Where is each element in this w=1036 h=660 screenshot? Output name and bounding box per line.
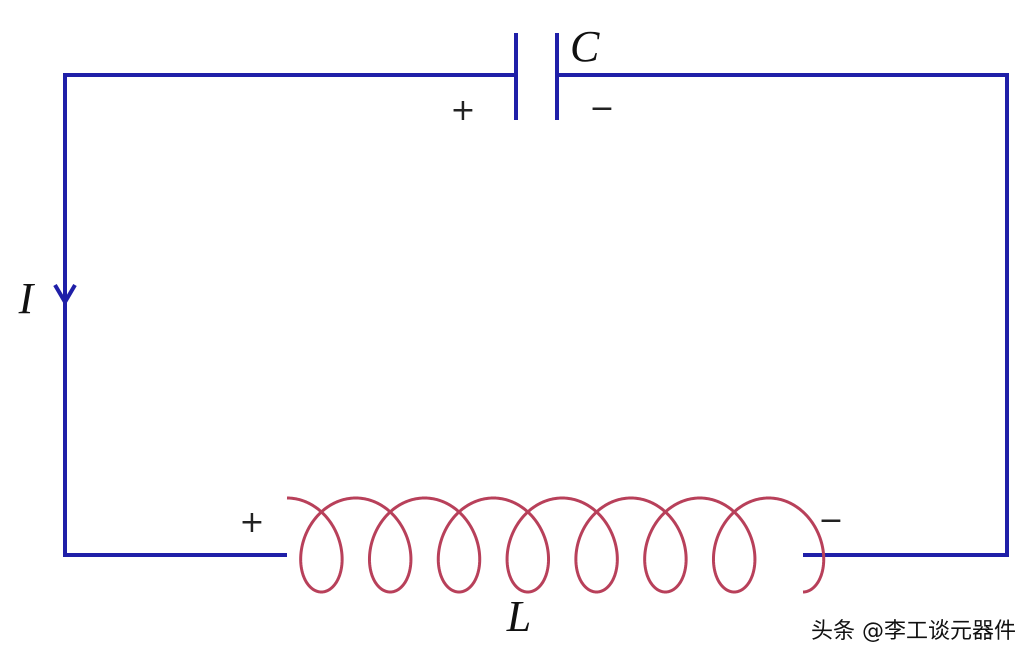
capacitor-label: C <box>570 22 600 71</box>
current-arrow-icon <box>53 283 77 306</box>
capacitor-minus-sign: − <box>589 91 614 126</box>
circuit-wire <box>63 73 1009 557</box>
inductor-plus-sign: + <box>239 505 264 540</box>
inductor-coil <box>286 496 826 594</box>
inductor-minus-sign: − <box>818 503 843 538</box>
current-label: I <box>18 274 36 323</box>
inductor-label: L <box>506 592 531 641</box>
capacitor-plus-sign: + <box>450 93 475 128</box>
watermark-text: 头条 @李工谈元器件 <box>811 619 1016 644</box>
